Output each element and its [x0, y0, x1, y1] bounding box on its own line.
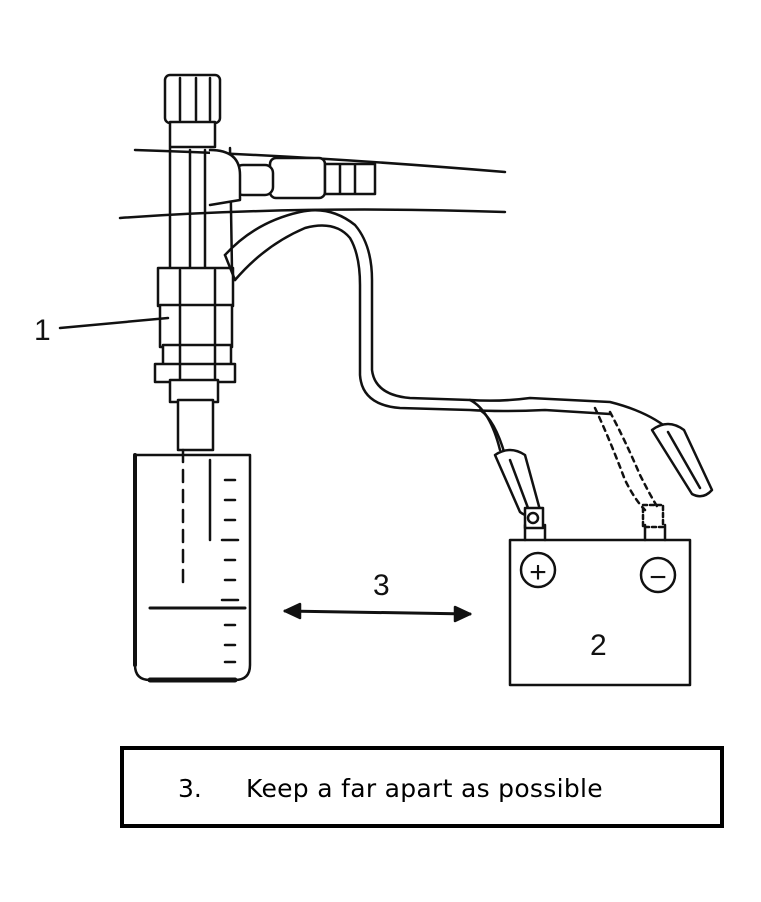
clip-negative-dashed	[641, 503, 665, 529]
battery-negative-terminal-icon	[639, 556, 677, 594]
callout-3-label: 3	[373, 569, 390, 602]
callout-1-label: 1	[34, 314, 51, 347]
callout-2-label: 2	[590, 629, 607, 662]
measuring-cylinder	[133, 448, 252, 683]
battery-positive-terminal-icon	[519, 551, 557, 589]
injector-body	[153, 146, 242, 452]
battery: + −	[508, 523, 692, 687]
fuel-rail	[118, 148, 507, 220]
injector-top-nut	[163, 73, 222, 149]
caption-box: 3. Keep a far apart as possible	[120, 746, 724, 828]
battery-plus-sign: +	[529, 556, 547, 589]
battery-minus-sign: −	[649, 561, 667, 594]
callout-1-leader	[58, 316, 170, 330]
distance-arrow	[283, 602, 472, 623]
clip-loose	[650, 422, 714, 498]
clip-positive	[493, 448, 545, 530]
caption-number: 3.	[178, 774, 202, 803]
caption-text: Keep a far apart as possible	[246, 774, 603, 803]
harness-connector	[223, 208, 674, 512]
